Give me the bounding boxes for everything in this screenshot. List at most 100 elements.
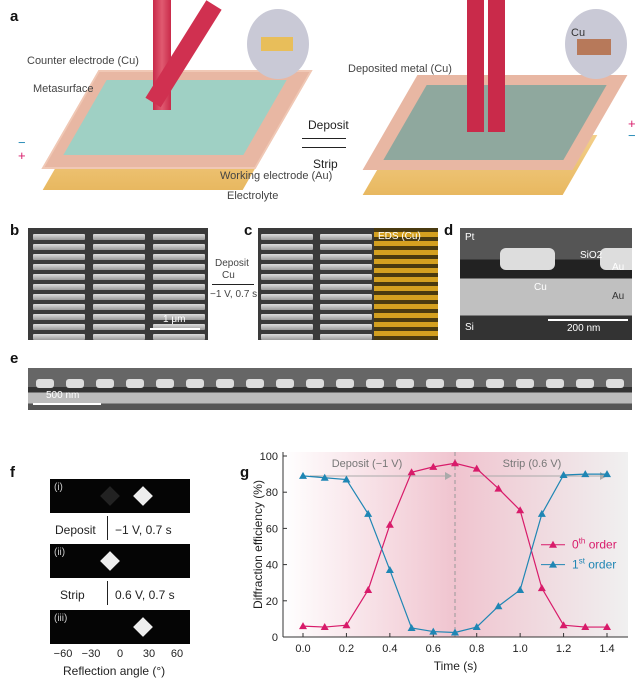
x-tick-label: 1.0	[512, 643, 527, 655]
cu-label-d: Cu	[534, 282, 547, 293]
x-tick-label: 1.4	[599, 643, 614, 655]
data-point	[407, 623, 416, 631]
deposit-cu-label2: Cu	[222, 270, 235, 281]
data-point	[342, 621, 351, 629]
y-tick-label: 40	[266, 560, 278, 572]
au-label-bottom: Au	[612, 291, 625, 302]
deposit-label: Deposit	[308, 118, 349, 132]
nanobar	[261, 234, 313, 240]
data-point	[516, 506, 525, 514]
nanobar	[153, 284, 205, 290]
nanobar	[93, 324, 145, 330]
nanobar	[33, 324, 85, 330]
deposit-annotation: Deposit (−1 V)	[332, 458, 403, 470]
nanobar	[261, 334, 313, 340]
nanobar-cross-section	[306, 379, 324, 388]
data-point	[603, 470, 611, 478]
f-xtick: −60	[53, 648, 73, 660]
deposit-arrow-c	[212, 284, 254, 285]
data-point	[429, 462, 438, 470]
legend-label: 0th order	[572, 537, 617, 552]
data-point	[299, 622, 307, 630]
data-point	[364, 509, 373, 517]
nanobar-cross-section	[456, 379, 474, 388]
strip-label: Strip	[313, 157, 338, 171]
nanobar-cross-section	[96, 379, 114, 388]
nanobar	[261, 314, 313, 320]
nanobar	[261, 294, 313, 300]
f-xtick: 0	[116, 648, 124, 660]
panel-label-c: c	[244, 222, 253, 239]
data-point	[559, 471, 568, 479]
nanobar-cross-section	[186, 379, 204, 388]
scale-bar-d	[548, 319, 628, 321]
nanobar	[153, 264, 205, 270]
nanobar	[93, 334, 145, 340]
au-label-top: Au	[612, 262, 625, 273]
sio2-label: SiO2	[580, 250, 603, 261]
nanobar-cross-section	[276, 379, 294, 388]
label-ii: (ii)	[54, 547, 66, 558]
nanobar	[93, 314, 145, 320]
data-point	[364, 585, 373, 593]
label-i: (i)	[54, 482, 63, 493]
f-xtick: −30	[81, 648, 101, 660]
nanobar-cross-section	[426, 379, 444, 388]
nanobar	[320, 284, 372, 290]
nanobar-cross-section	[576, 379, 594, 388]
nanobar-cross-section	[36, 379, 54, 388]
deposit-cu-label1: Deposit	[215, 258, 249, 269]
f-arrow-2	[107, 581, 108, 605]
si-label: Si	[465, 322, 474, 333]
data-point	[494, 602, 503, 610]
nanobar	[153, 334, 205, 340]
nanobar	[320, 334, 372, 340]
nanobar-cross-section	[366, 379, 384, 388]
data-point	[429, 627, 438, 635]
y-tick-label: 100	[260, 451, 278, 463]
tem-cross-section	[460, 228, 632, 340]
nanobar	[261, 324, 313, 330]
pt-label: Pt	[465, 232, 475, 243]
battery-plus-left: +	[18, 148, 26, 163]
data-point	[559, 621, 568, 629]
nanobar-cross-section	[396, 379, 414, 388]
scale-label-b: 1 μm	[163, 314, 186, 325]
f-xtick: 60	[170, 648, 184, 660]
f-xlabel: Reflection angle (°)	[63, 664, 166, 678]
diffraction-image-iii	[50, 610, 190, 644]
f-arrow-1	[107, 516, 108, 540]
x-tick-label: 0.8	[469, 643, 484, 655]
data-point	[472, 464, 481, 472]
panel-label-e: e	[10, 350, 19, 367]
nanobar	[320, 274, 372, 280]
nanobar-cross-section	[216, 379, 234, 388]
data-point	[537, 509, 546, 517]
diffraction-image-ii	[50, 544, 190, 578]
nanobar	[93, 274, 145, 280]
nanobar	[33, 244, 85, 250]
sem-image-c	[258, 228, 374, 340]
data-point	[320, 623, 329, 631]
eds-label: EDS (Cu)	[378, 231, 421, 242]
nanobar	[261, 274, 313, 280]
data-point	[537, 584, 546, 592]
data-point	[451, 459, 459, 467]
nanobar	[153, 234, 205, 240]
nanobar	[33, 274, 85, 280]
legend-label: 1st order	[572, 557, 616, 572]
nanobar	[320, 314, 372, 320]
data-point	[342, 475, 351, 483]
laser-beams-after	[467, 0, 505, 132]
battery-minus-left: −	[18, 135, 26, 150]
data-point	[320, 473, 329, 481]
panel-label-b: b	[10, 222, 20, 239]
data-point	[494, 484, 503, 492]
x-tick-label: 0.6	[426, 643, 441, 655]
nanobar	[320, 264, 372, 270]
scale-label-e: 500 nm	[46, 390, 80, 401]
x-tick-label: 0.4	[382, 643, 397, 655]
data-point	[451, 628, 459, 636]
nanobar	[261, 284, 313, 290]
panel-label-d: d	[444, 222, 454, 239]
